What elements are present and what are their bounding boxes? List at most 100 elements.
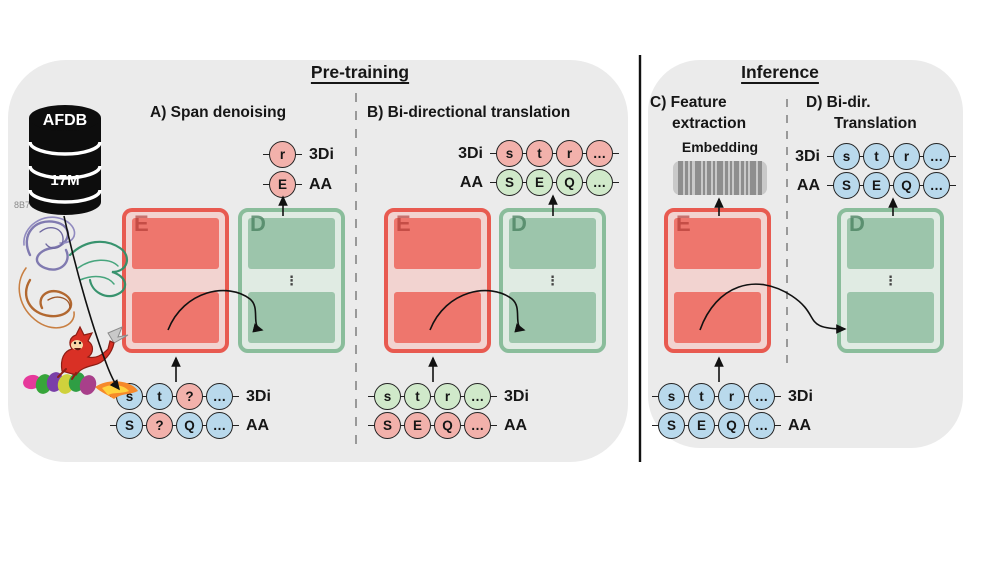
- heading-feature-line1: C) Feature: [650, 94, 727, 111]
- row-label: 3Di: [246, 387, 271, 405]
- token: s: [658, 383, 685, 410]
- token: E: [269, 171, 296, 198]
- decoder-layer-top: [509, 218, 596, 269]
- encoder-layer-top: [394, 218, 481, 269]
- output-row-3di-a: r 3Di: [263, 141, 334, 168]
- decoder-layer-bottom: [847, 292, 934, 343]
- row-label: 3Di: [458, 144, 483, 162]
- vertical-dots-icon: ⋮: [884, 272, 897, 288]
- token: …: [464, 412, 491, 439]
- encoder-label-a: E: [134, 211, 149, 236]
- output-row-3di-b: 3Di s t r …: [445, 140, 619, 167]
- encoder-layer-top: [674, 218, 761, 269]
- token: …: [923, 172, 950, 199]
- barcode-icon: [673, 161, 767, 195]
- decoder-block-b: D ⋮: [499, 208, 606, 353]
- decoder-layer-top: [248, 218, 335, 269]
- input-row-3di-b: s t r … 3Di: [368, 383, 529, 410]
- inference-title: Inference: [741, 62, 819, 82]
- decoder-label-d: D: [849, 211, 865, 236]
- pretraining-title: Pre-training: [310, 62, 410, 82]
- output-row-aa-a: E AA: [263, 171, 333, 198]
- token: …: [748, 412, 775, 439]
- encoder-block-b: E: [384, 208, 491, 353]
- row-label: AA: [788, 416, 812, 434]
- token: …: [923, 143, 950, 170]
- encoder-layer-gap: [674, 269, 761, 292]
- row-label: AA: [459, 173, 483, 191]
- token: s: [496, 140, 523, 167]
- token: …: [748, 383, 775, 410]
- encoder-layer-top: [132, 218, 219, 269]
- embedding-label: Embedding: [681, 139, 759, 155]
- token: Q: [176, 412, 203, 439]
- token: s: [374, 383, 401, 410]
- vertical-dots-icon: ⋮: [546, 272, 559, 288]
- row-label: AA: [246, 416, 270, 434]
- encoder-layer-bottom: [132, 292, 219, 343]
- token: …: [586, 169, 613, 196]
- row-label: 3Di: [309, 145, 334, 163]
- decoder-block-d: D ⋮: [837, 208, 944, 353]
- output-row-3di-d: 3Di s t r …: [782, 143, 956, 170]
- token: s: [116, 383, 143, 410]
- token: s: [833, 143, 860, 170]
- token: E: [404, 412, 431, 439]
- token: S: [496, 169, 523, 196]
- token: Q: [434, 412, 461, 439]
- token: S: [116, 412, 143, 439]
- token: t: [404, 383, 431, 410]
- token: r: [893, 143, 920, 170]
- heading-bidir-line2: Translation: [834, 115, 917, 132]
- output-row-aa-d: AA S E Q …: [782, 172, 956, 199]
- token: t: [146, 383, 173, 410]
- token: E: [526, 169, 553, 196]
- input-row-aa-a: S ? Q … AA: [110, 412, 270, 439]
- token: S: [374, 412, 401, 439]
- token: S: [658, 412, 685, 439]
- encoder-label-b: E: [396, 211, 411, 236]
- input-row-3di-a: s t ? … 3Di: [110, 383, 271, 410]
- row-label: 3Di: [788, 387, 813, 405]
- token: ?: [146, 412, 173, 439]
- decoder-label-b: D: [511, 211, 527, 236]
- decoder-label-a: D: [250, 211, 266, 236]
- row-label: 3Di: [795, 147, 820, 165]
- input-row-aa-b: S E Q … AA: [368, 412, 528, 439]
- token: Q: [556, 169, 583, 196]
- heading-feature-extraction: C) Feature extraction: [650, 92, 746, 134]
- token: r: [434, 383, 461, 410]
- token: r: [269, 141, 296, 168]
- token: Q: [718, 412, 745, 439]
- row-label: AA: [504, 416, 528, 434]
- token: r: [718, 383, 745, 410]
- row-label: AA: [309, 175, 333, 193]
- encoder-label-c: E: [676, 211, 691, 236]
- row-label: 3Di: [504, 387, 529, 405]
- heading-bidirectional-translation: B) Bi-directional translation: [367, 104, 571, 121]
- heading-bidir-line1: D) Bi-dir.: [806, 94, 871, 111]
- encoder-block-c: E: [664, 208, 771, 353]
- heading-bidir-translation: D) Bi-dir. Translation: [806, 92, 917, 134]
- token: Q: [893, 172, 920, 199]
- token: E: [688, 412, 715, 439]
- token: …: [464, 383, 491, 410]
- decoder-layer-top: [847, 218, 934, 269]
- encoder-layer-gap: [132, 269, 219, 292]
- vertical-dots-icon: ⋮: [285, 272, 298, 288]
- token: …: [206, 412, 233, 439]
- input-row-3di-d: s t r … 3Di: [652, 383, 813, 410]
- heading-feature-line2: extraction: [672, 115, 747, 132]
- token: …: [586, 140, 613, 167]
- token: E: [863, 172, 890, 199]
- token: ?: [176, 383, 203, 410]
- decoder-layer-bottom: [248, 292, 335, 343]
- encoder-layer-gap: [394, 269, 481, 292]
- encoder-layer-bottom: [394, 292, 481, 343]
- token: t: [688, 383, 715, 410]
- pdb-id-label: 8B7V: [14, 200, 37, 210]
- heading-span-denoising: A) Span denoising: [150, 104, 287, 121]
- token: S: [833, 172, 860, 199]
- encoder-block-a: E: [122, 208, 229, 353]
